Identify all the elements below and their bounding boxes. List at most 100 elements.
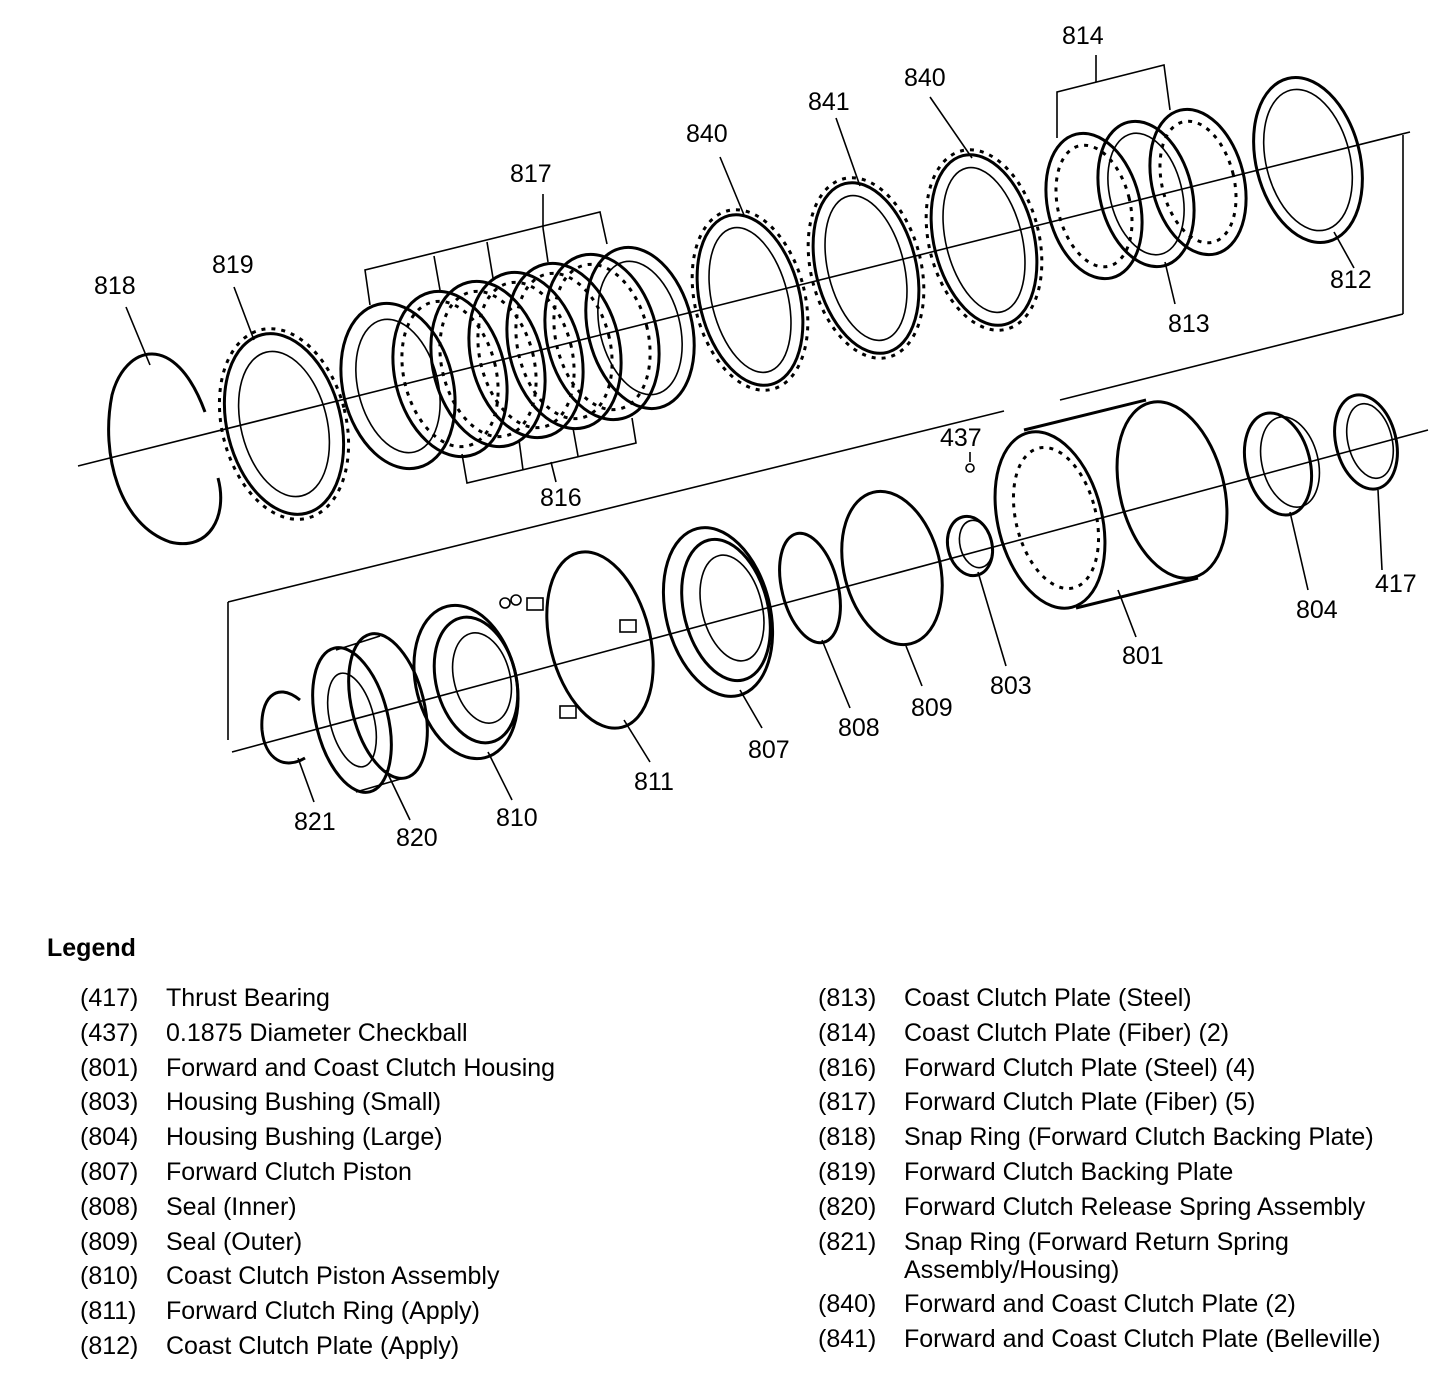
legend-item: (821) Snap Ring (Forward Return Spring As… bbox=[818, 1228, 1448, 1284]
callout-819: 819 bbox=[212, 251, 254, 279]
callout-437: 437 bbox=[940, 424, 982, 452]
legend-text: Thrust Bearing bbox=[166, 984, 330, 1012]
legend-item: (804) Housing Bushing (Large) bbox=[80, 1123, 780, 1151]
legend-text: Housing Bushing (Large) bbox=[166, 1123, 443, 1152]
callout-810: 810 bbox=[496, 804, 538, 832]
legend-code: (820) bbox=[818, 1192, 877, 1221]
callout-812: 812 bbox=[1330, 266, 1372, 294]
leader-lines bbox=[125, 96, 1383, 821]
callout-821: 821 bbox=[294, 808, 336, 836]
legend-item: (816) Forward Clutch Plate (Steel) (4) bbox=[818, 1054, 1448, 1082]
backing-plate-819 bbox=[217, 327, 351, 521]
callout-816: 816 bbox=[540, 484, 582, 512]
thrust-bearing-417 bbox=[1333, 393, 1399, 491]
legend-code: (816) bbox=[818, 1053, 877, 1082]
legend-item: (819)Forward Clutch Backing Plate bbox=[818, 1158, 1448, 1186]
callout-808: 808 bbox=[838, 714, 880, 742]
legend-code: (808) bbox=[80, 1192, 139, 1221]
legend-code: (810) bbox=[80, 1262, 139, 1291]
clutch-plate-840-a bbox=[690, 208, 810, 392]
legend-column-right: (813)Coast Clutch Plate (Steel) (814)Coa… bbox=[818, 984, 1448, 1360]
callout-804: 804 bbox=[1296, 596, 1338, 624]
coast-clutch-plates-814-813 bbox=[1044, 55, 1248, 281]
checkball-437 bbox=[965, 463, 975, 473]
snap-ring-821 bbox=[260, 690, 306, 765]
legend-text: Coast Clutch Plate (Steel) bbox=[904, 984, 1192, 1012]
callout-803: 803 bbox=[990, 672, 1032, 700]
legend-code: (417) bbox=[80, 984, 139, 1012]
legend-code: (803) bbox=[80, 1088, 139, 1117]
housing-bushing-803 bbox=[945, 514, 995, 578]
legend-code: (817) bbox=[818, 1088, 877, 1117]
legend-text: Snap Ring (Forward Return Spring Assembl… bbox=[904, 1227, 1289, 1284]
clutch-plate-840-b bbox=[924, 148, 1044, 332]
callout-814: 814 bbox=[1062, 22, 1104, 50]
legend-text: Seal (Outer) bbox=[166, 1227, 303, 1256]
callout-417: 417 bbox=[1375, 570, 1417, 598]
legend-text: Coast Clutch Plate (Apply) bbox=[166, 1331, 460, 1360]
legend-text: Forward Clutch Release Spring Assembly bbox=[904, 1192, 1366, 1221]
forward-clutch-ring-811 bbox=[526, 550, 655, 730]
legend-item: (809) Seal (Outer) bbox=[80, 1228, 780, 1256]
snap-ring-818 bbox=[107, 352, 223, 546]
legend-item: (803) Housing Bushing (Small) bbox=[80, 1088, 780, 1116]
legend-code: (807) bbox=[80, 1157, 139, 1186]
legend-code: (818) bbox=[818, 1123, 877, 1152]
legend-code: (812) bbox=[80, 1331, 139, 1360]
legend-item: (811) Forward Clutch Ring (Apply) bbox=[80, 1297, 780, 1325]
release-spring-assembly-820 bbox=[311, 632, 429, 794]
legend-text: Coast Clutch Plate (Fiber) (2) bbox=[904, 1018, 1230, 1047]
callout-809: 809 bbox=[911, 694, 953, 722]
legend-text: Forward and Coast Clutch Plate (Bellevil… bbox=[904, 1325, 1381, 1354]
legend-text: Forward Clutch Plate (Steel) (4) bbox=[904, 1053, 1256, 1082]
legend: Legend (417)Thrust Bearing (437)0.1875 D… bbox=[0, 928, 1456, 1368]
callouts: 818 819 817 816 840 841 840 814 813 812 … bbox=[94, 22, 1417, 852]
legend-code: (821) bbox=[818, 1227, 877, 1256]
callout-818: 818 bbox=[94, 272, 136, 300]
coast-clutch-plate-812 bbox=[1252, 76, 1364, 244]
legend-item: (813)Coast Clutch Plate (Steel) bbox=[818, 984, 1448, 1012]
legend-item: (807) Forward Clutch Piston bbox=[80, 1158, 780, 1186]
legend-column-left: (417)Thrust Bearing (437)0.1875 Diameter… bbox=[80, 984, 780, 1367]
callout-811: 811 bbox=[634, 768, 674, 796]
callout-840-a: 840 bbox=[686, 120, 728, 148]
exploded-view-diagram: 818 819 817 816 840 841 840 814 813 812 … bbox=[77, 22, 1429, 852]
coast-clutch-piston-810 bbox=[412, 594, 522, 761]
legend-text: Forward Clutch Plate (Fiber) (5) bbox=[904, 1088, 1256, 1117]
bracket-817 bbox=[364, 194, 608, 306]
legend-text: Coast Clutch Piston Assembly bbox=[166, 1262, 500, 1291]
bracket-816 bbox=[461, 417, 637, 484]
legend-item: (808) Seal (Inner) bbox=[80, 1193, 780, 1221]
callout-840-b: 840 bbox=[904, 64, 946, 92]
legend-text: Seal (Inner) bbox=[166, 1192, 297, 1221]
legend-code: (841) bbox=[818, 1325, 877, 1354]
legend-text: Forward and Coast Clutch Plate (2) bbox=[904, 1290, 1296, 1319]
legend-item: (812) Coast Clutch Plate (Apply) bbox=[80, 1332, 780, 1360]
legend-text: Snap Ring (Forward Clutch Backing Plate) bbox=[904, 1123, 1374, 1152]
legend-item: (817) Forward Clutch Plate (Fiber) (5) bbox=[818, 1088, 1448, 1116]
legend-code: (804) bbox=[80, 1123, 139, 1152]
callout-817: 817 bbox=[510, 160, 552, 188]
clutch-plate-841 bbox=[806, 176, 926, 360]
seal-809 bbox=[840, 489, 944, 647]
legend-item: (841) Forward and Coast Clutch Plate (Bel… bbox=[818, 1325, 1448, 1353]
legend-item: (818) Snap Ring (Forward Clutch Backing P… bbox=[818, 1123, 1448, 1151]
legend-item: (820) Forward Clutch Release Spring Assem… bbox=[818, 1193, 1448, 1221]
housing-bushing-804 bbox=[1242, 411, 1321, 517]
legend-text: Forward and Coast Clutch Housing bbox=[166, 1053, 556, 1082]
legend-text: Forward Clutch Piston bbox=[166, 1157, 412, 1186]
legend-code: (811) bbox=[80, 1297, 137, 1326]
legend-text: Housing Bushing (Small) bbox=[166, 1088, 442, 1117]
clutch-housing-801 bbox=[993, 398, 1229, 610]
legend-heading: Legend bbox=[47, 934, 136, 962]
legend-text: Forward Clutch Backing Plate bbox=[904, 1157, 1234, 1186]
callout-841: 841 bbox=[808, 88, 850, 116]
legend-code: (809) bbox=[80, 1227, 139, 1256]
callout-801: 801 bbox=[1122, 642, 1164, 670]
legend-item: (810) Coast Clutch Piston Assembly bbox=[80, 1262, 780, 1290]
callout-820: 820 bbox=[396, 824, 438, 852]
legend-item: (417) Thrust Bearing bbox=[80, 984, 780, 1012]
legend-text: Forward Clutch Ring (Apply) bbox=[166, 1297, 480, 1326]
legend-item: (840)Forward and Coast Clutch Plate (2) bbox=[818, 1290, 1448, 1318]
axis-lines bbox=[77, 131, 1429, 753]
